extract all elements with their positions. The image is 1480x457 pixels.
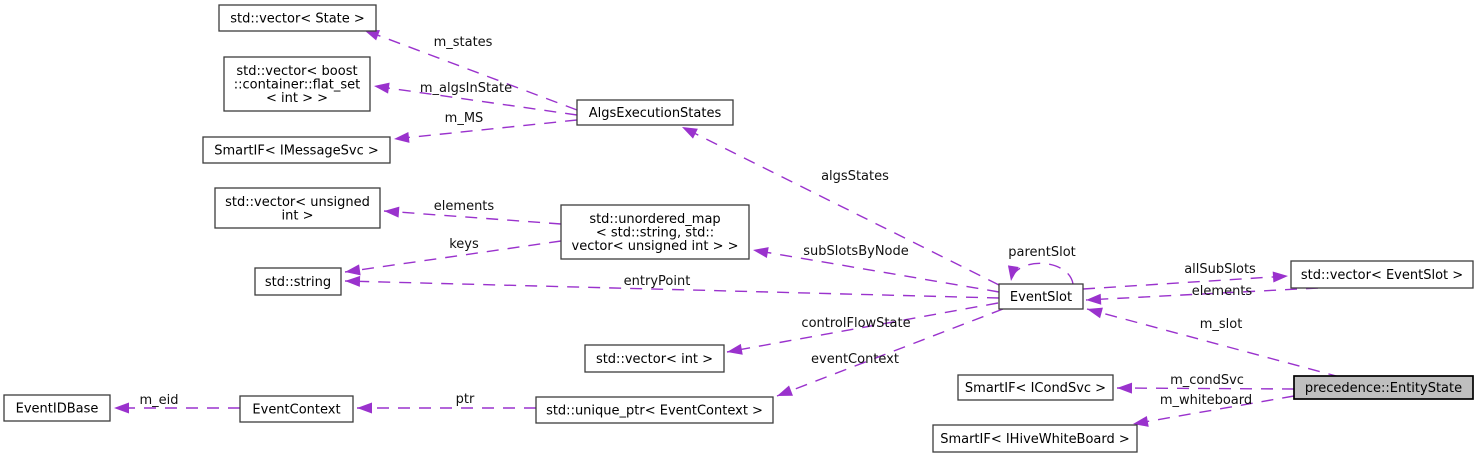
edge-label-m_condSvc: m_condSvc	[1170, 373, 1244, 388]
node-box-event-idbase[interactable]	[3, 394, 111, 422]
node-vector-state[interactable]: std::vector< State >	[218, 4, 377, 32]
node-box-event-slot[interactable]	[998, 283, 1084, 310]
node-vector-eventslot[interactable]: std::vector< EventSlot >	[1290, 260, 1474, 289]
edge-precedence-entitystate-to-smartif-icondsvc	[1116, 382, 1295, 394]
node-box-std-string[interactable]	[254, 267, 342, 296]
node-unique-ptr-event-context[interactable]: std::unique_ptr< EventContext >	[535, 396, 774, 424]
node-vector-boost-flat-set[interactable]: std::vector< boost::container::flat_set<…	[223, 56, 371, 112]
node-box-event-context[interactable]	[239, 395, 354, 423]
edge-label-subSlotsByNode: subSlotsByNode	[803, 244, 909, 259]
edge-label-eventContext: eventContext	[811, 352, 899, 367]
node-box-unique-ptr-event-context[interactable]	[535, 396, 774, 424]
node-box-algs-execution-states[interactable]	[576, 99, 734, 126]
nodes-layer: std::vector< State >std::vector< boost::…	[3, 4, 1474, 453]
node-label-vector-int: std::vector< int >	[596, 352, 713, 367]
node-event-slot[interactable]: EventSlot	[998, 283, 1084, 310]
edge-unordered-map-to-std-string	[344, 240, 562, 276]
edge-algs-execution-states-to-vector-state	[363, 29, 578, 111]
edge-algs-execution-states-to-vector-boost-flat-set	[373, 82, 578, 116]
edge-label-m_eid: m_eid	[139, 393, 178, 408]
node-algs-execution-states[interactable]: AlgsExecutionStates	[576, 99, 734, 126]
node-box-vector-state[interactable]	[218, 4, 377, 32]
node-smartif-imessagesvc[interactable]: SmartIF< IMessageSvc >	[202, 136, 391, 164]
edge-label-m_slot: m_slot	[1200, 317, 1243, 332]
node-vector-int[interactable]: std::vector< int >	[584, 344, 725, 373]
edge-precedence-entitystate-to-smartif-ihivewhiteboard	[1132, 395, 1295, 427]
node-event-idbase[interactable]: EventIDBase	[3, 394, 111, 422]
edge-label-m_whiteboard: m_whiteboard	[1160, 393, 1252, 408]
edge-label-elements: elements	[434, 199, 495, 214]
edge-event-slot-to-event-slot	[1007, 262, 1074, 285]
node-label-vector-eventslot: std::vector< EventSlot >	[1301, 268, 1463, 283]
node-smartif-icondsvc[interactable]: SmartIF< ICondSvc >	[957, 374, 1114, 401]
node-label-vector-boost-flat-set: std::vector< boost::container::flat_set<…	[234, 64, 361, 106]
node-label-smartif-imessagesvc: SmartIF< IMessageSvc >	[214, 144, 379, 159]
edge-event-slot-to-algs-execution-states	[681, 126, 1000, 286]
node-box-smartif-icondsvc[interactable]	[957, 374, 1114, 401]
edge-label-entryPoint: entryPoint	[624, 274, 691, 289]
node-label-algs-execution-states: AlgsExecutionStates	[589, 106, 722, 121]
node-label-event-context: EventContext	[252, 403, 340, 418]
edge-label-m_algsInState: m_algsInState	[420, 81, 512, 96]
node-smartif-ihivewhiteboard[interactable]: SmartIF< IHiveWhiteBoard >	[932, 424, 1138, 453]
node-label-unordered-map: std::unordered_map< std::string, std::ve…	[572, 212, 739, 254]
edge-label-allSubSlots: allSubSlots	[1184, 262, 1256, 277]
node-label-precedence-entitystate: precedence::EntityState	[1305, 381, 1462, 396]
edge-event-slot-to-std-string	[344, 275, 1000, 299]
edge-label-parentSlot: parentSlot	[1008, 245, 1076, 260]
node-precedence-entitystate[interactable]: precedence::EntityState	[1293, 375, 1474, 400]
node-box-smartif-imessagesvc[interactable]	[202, 136, 391, 164]
node-box-precedence-entitystate[interactable]	[1293, 375, 1474, 400]
node-label-unique-ptr-event-context: std::unique_ptr< EventContext >	[546, 404, 763, 419]
edge-label-algsStates: algsStates	[821, 169, 889, 184]
edge-event-slot-to-vector-eventslot	[1082, 271, 1289, 290]
edge-label-ptr: ptr	[456, 392, 475, 407]
node-label-smartif-ihivewhiteboard: SmartIF< IHiveWhiteBoard >	[940, 432, 1130, 447]
node-box-vector-eventslot[interactable]	[1290, 260, 1474, 289]
edge-label-controlFlowState: controlFlowState	[801, 316, 910, 331]
edges-layer: m_states m_algsInState m_MS algsStates eleme…	[114, 29, 1341, 427]
node-label-vector-state: std::vector< State >	[230, 12, 365, 27]
node-label-smartif-icondsvc: SmartIF< ICondSvc >	[965, 381, 1106, 396]
edge-label-m_states: m_states	[434, 35, 493, 50]
node-box-unordered-map[interactable]	[560, 204, 750, 260]
edge-label-m_MS: m_MS	[445, 111, 484, 126]
node-label-event-idbase: EventIDBase	[16, 402, 99, 417]
edge-vector-eventslot-to-event-slot	[1085, 287, 1319, 305]
node-box-smartif-ihivewhiteboard[interactable]	[932, 424, 1138, 453]
edge-label-keys: keys	[449, 237, 479, 252]
node-std-string[interactable]: std::string	[254, 267, 342, 296]
edge-label-elements: elements	[1192, 284, 1253, 299]
edge-precedence-entitystate-to-event-slot	[1086, 307, 1341, 378]
edge-event-slot-to-vector-int	[726, 302, 999, 355]
node-box-vector-unsigned-int[interactable]	[214, 187, 381, 229]
node-label-event-slot: EventSlot	[1010, 290, 1072, 305]
node-box-vector-int[interactable]	[584, 344, 725, 373]
edge-algs-execution-states-to-smartif-imessagesvc	[393, 119, 578, 143]
node-label-std-string: std::string	[265, 275, 331, 290]
node-event-context[interactable]: EventContext	[239, 395, 354, 423]
node-unordered-map[interactable]: std::unordered_map< std::string, std::ve…	[560, 204, 750, 260]
edge-unordered-map-to-vector-unsigned-int	[383, 206, 562, 225]
node-box-vector-boost-flat-set[interactable]	[223, 56, 371, 112]
